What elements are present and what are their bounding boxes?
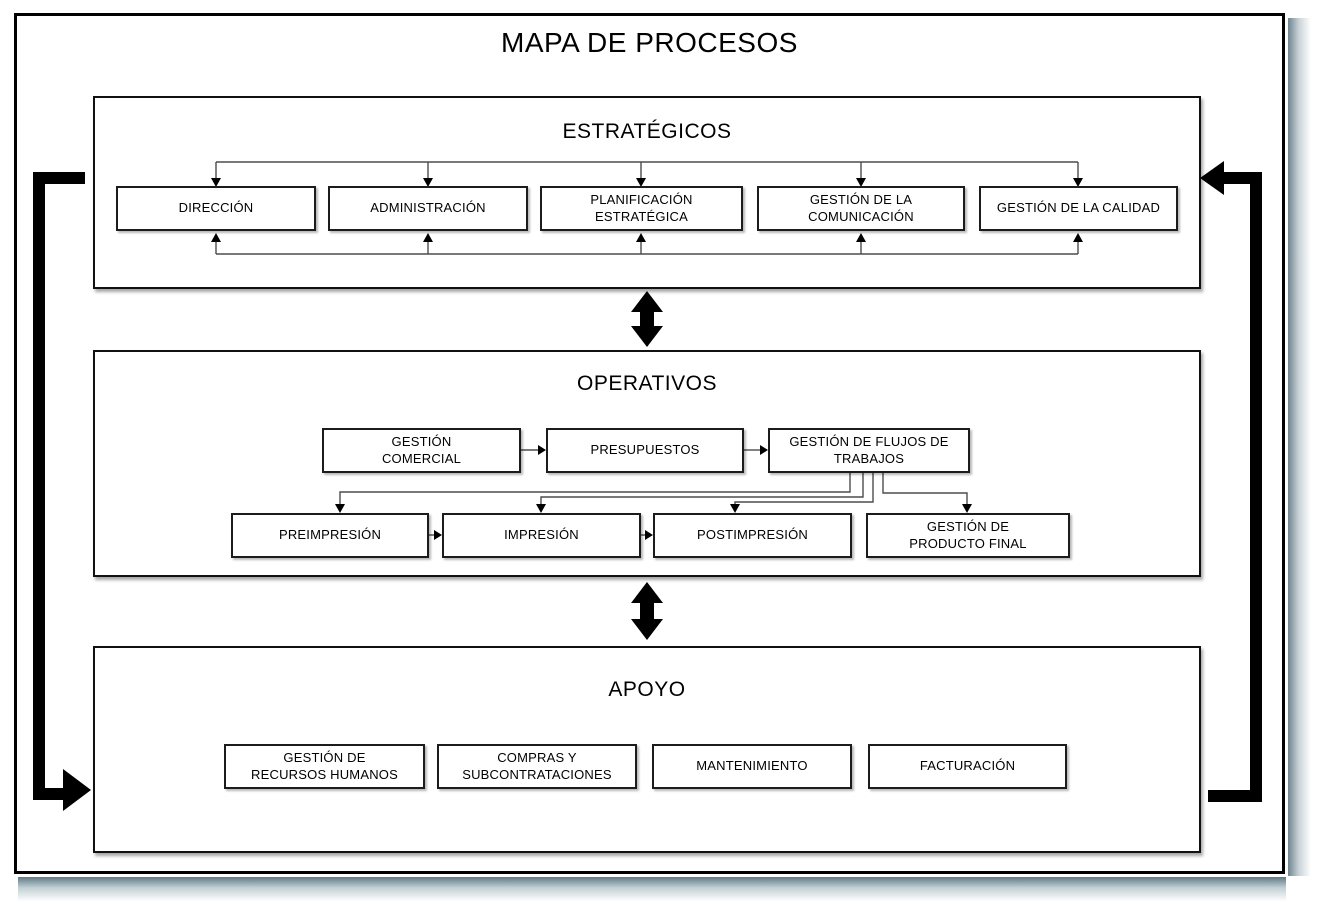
- process-box-label: COMPRAS Y SUBCONTRATACIONES: [462, 749, 612, 782]
- process-box-label: GESTIÓN DE LA COMUNICACIÓN: [808, 191, 914, 224]
- process-box-label: GESTIÓN DE LA CALIDAD: [996, 200, 1161, 216]
- process-box-preimpresion: PREIMPRESIÓN: [231, 513, 429, 558]
- section-operativos-title: OPERATIVOS: [577, 372, 717, 395]
- process-box-label: GESTIÓN DE PRODUCTO FINAL: [909, 518, 1027, 551]
- frame-right-shadow: [1288, 18, 1312, 876]
- process-box-planificacion-estrategica: PLANIFICACIÓN ESTRATÉGICA: [540, 186, 743, 231]
- process-box-label: IMPRESIÓN: [504, 527, 579, 543]
- page-frame: [14, 13, 1285, 874]
- process-box-gestion-producto-final: GESTIÓN DE PRODUCTO FINAL: [866, 513, 1070, 558]
- section-apoyo-title: APOYO: [608, 678, 686, 701]
- process-box-label: PRESUPUESTOS: [590, 442, 700, 458]
- process-box-label: POSTIMPRESIÓN: [697, 527, 808, 543]
- process-box-label: PREIMPRESIÓN: [278, 527, 382, 543]
- process-box-gestion-recursos-humanos: GESTIÓN DE RECURSOS HUMANOS: [224, 744, 425, 789]
- process-box-label: GESTIÓN DE FLUJOS DE TRABAJOS: [789, 433, 949, 466]
- page-title: MAPA DE PROCESOS: [501, 27, 798, 58]
- process-box-presupuestos: PRESUPUESTOS: [546, 428, 744, 473]
- process-box-gestion-comercial: GESTIÓN COMERCIAL: [322, 428, 521, 473]
- process-box-label: MANTENIMIENTO: [696, 758, 808, 774]
- process-box-compras-subcontrataciones: COMPRAS Y SUBCONTRATACIONES: [437, 744, 637, 789]
- process-box-mantenimiento: MANTENIMIENTO: [652, 744, 852, 789]
- process-box-gestion-flujos-trabajos: GESTIÓN DE FLUJOS DE TRABAJOS: [768, 428, 970, 473]
- frame-bottom-shadow: [18, 877, 1286, 904]
- process-box-label: PLANIFICACIÓN ESTRATÉGICA: [590, 191, 693, 224]
- process-box-label: FACTURACIÓN: [919, 758, 1016, 774]
- process-box-direccion: DIRECCIÓN: [116, 186, 316, 231]
- process-box-administracion: ADMINISTRACIÓN: [328, 186, 528, 231]
- process-box-postimpresion: POSTIMPRESIÓN: [653, 513, 852, 558]
- section-estrategicos-title: ESTRATÉGICOS: [562, 120, 732, 143]
- process-box-gestion-comunicacion: GESTIÓN DE LA COMUNICACIÓN: [757, 186, 965, 231]
- process-box-impresion: IMPRESIÓN: [442, 513, 641, 558]
- process-box-label: GESTIÓN DE RECURSOS HUMANOS: [251, 749, 398, 782]
- process-box-gestion-calidad: GESTIÓN DE LA CALIDAD: [979, 186, 1178, 231]
- process-box-label: GESTIÓN COMERCIAL: [381, 433, 462, 466]
- process-box-facturacion: FACTURACIÓN: [868, 744, 1067, 789]
- process-box-label: ADMINISTRACIÓN: [370, 200, 486, 216]
- process-box-label: DIRECCIÓN: [178, 200, 254, 216]
